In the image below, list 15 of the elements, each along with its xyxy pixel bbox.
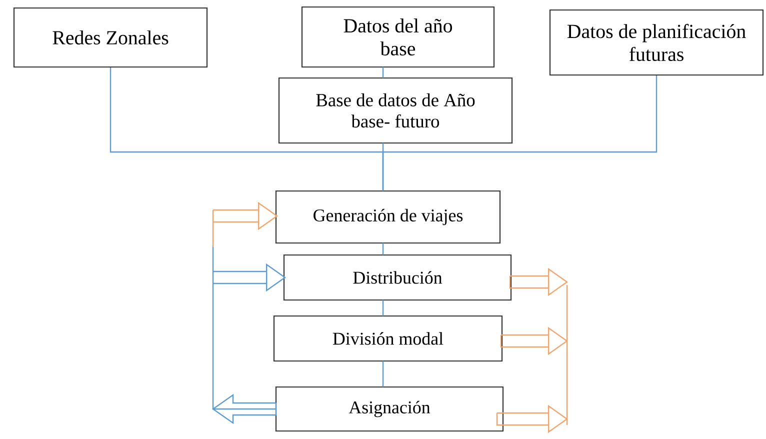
connector	[382, 243, 384, 255]
connector	[382, 143, 384, 191]
connector	[382, 361, 384, 387]
process-box: Datos de planificación futuras	[549, 9, 764, 76]
process-box: Asignación	[275, 386, 504, 432]
connector	[212, 244, 286, 424]
process-box: División modal	[273, 315, 503, 362]
connector	[212, 202, 278, 248]
connector	[382, 67, 384, 78]
connector	[382, 300, 384, 316]
process-box: Base de datos de Año base- futuro	[278, 77, 513, 144]
process-box: Datos del año base	[301, 6, 495, 68]
process-box: Generación de viajes	[275, 190, 501, 244]
process-box: Redes Zonales	[13, 7, 208, 68]
process-box: Distribución	[283, 254, 512, 301]
